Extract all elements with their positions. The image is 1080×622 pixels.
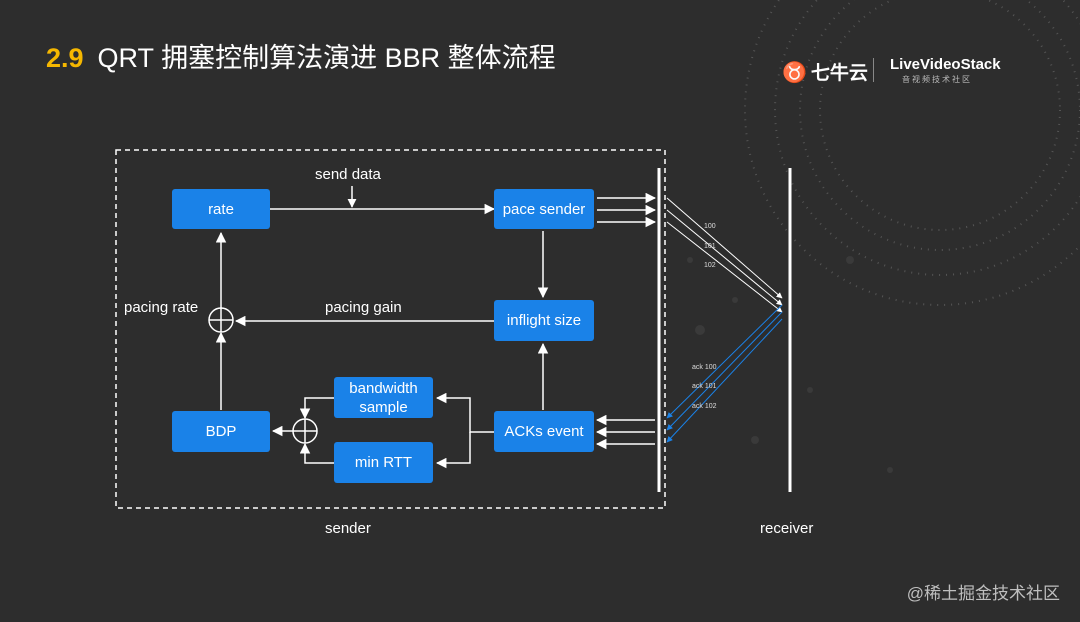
pacing-rate-label: pacing rate — [124, 299, 199, 316]
acks-to-bw-arrow — [435, 392, 494, 433]
packet-label: 100 — [704, 223, 716, 230]
livevideostack-logo: LiveVideoStack — [890, 56, 1001, 73]
inflight-size-node: inflight size — [494, 300, 594, 341]
packet-label: 102 — [704, 262, 716, 269]
rate-node: rate — [172, 189, 270, 229]
pace-sender-node: pace sender — [494, 189, 594, 229]
bw-to-sum-arrow — [299, 397, 334, 420]
ack-102-line — [666, 318, 783, 443]
acks-to-rtt-arrow — [435, 432, 471, 469]
ack-label: ack 100 — [692, 364, 717, 371]
receiver-label: receiver — [760, 520, 814, 537]
ack-label: ack 101 — [692, 383, 717, 390]
rtt-to-sum-arrow — [299, 442, 334, 464]
packet-100-line — [666, 197, 783, 299]
sender-boundary — [115, 149, 666, 509]
watermark: @稀土掘金技术社区 — [906, 584, 1060, 603]
packet-102-line — [666, 221, 783, 313]
qiniu-logo-icon: ♉ — [782, 62, 807, 84]
send-data-label: send data — [315, 166, 381, 183]
logo-divider — [873, 58, 874, 82]
pacing-gain-label: pacing gain — [325, 299, 402, 316]
bandwidth-sample-node: bandwidth sample — [334, 377, 433, 418]
sender-label: sender — [325, 520, 371, 537]
packet-101-line — [666, 209, 783, 306]
bdp-node: BDP — [172, 411, 270, 452]
qiniu-logo-text: 七牛云 — [810, 63, 868, 84]
slide-title: 2.9 QRT 拥塞控制算法演进 BBR 整体流程 — [46, 36, 556, 75]
slide-title-text: QRT 拥塞控制算法演进 BBR 整体流程 — [97, 43, 556, 73]
ack-label: ack 102 — [692, 403, 717, 410]
ack-100-line — [666, 304, 783, 419]
min-rtt-node: min RTT — [334, 442, 433, 483]
acks-event-node: ACKs event — [494, 411, 594, 452]
packet-label: 101 — [704, 243, 716, 250]
qiniu-logo: ♉七牛云 — [782, 58, 868, 85]
ack-101-line — [666, 311, 783, 431]
slide-number: 2.9 — [46, 43, 84, 73]
livevideostack-subtitle: 音视频技术社区 — [902, 75, 972, 84]
